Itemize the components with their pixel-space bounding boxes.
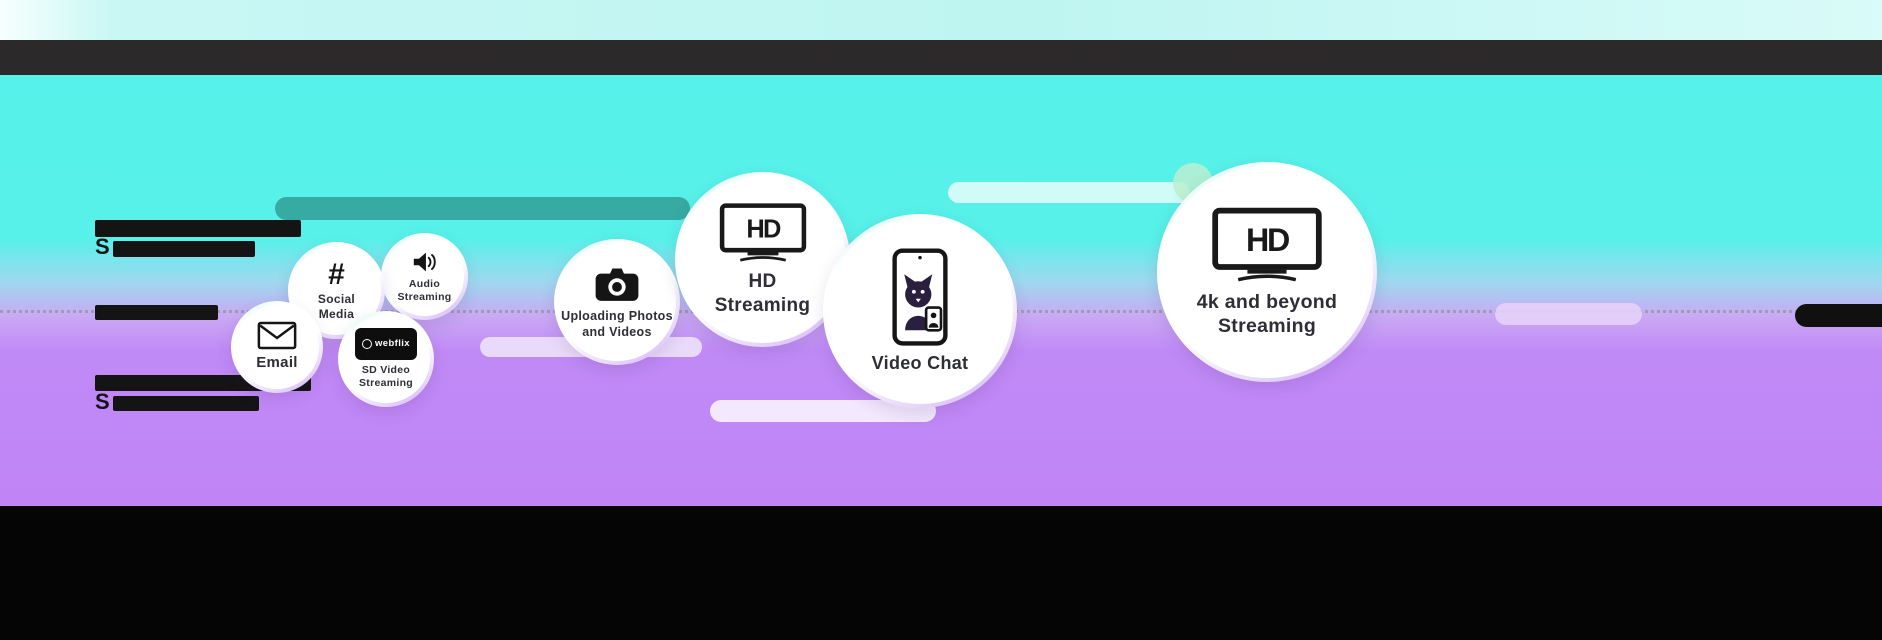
bubble-label-sd-video-streaming: SD Video Streaming [358, 363, 414, 389]
black-edge-pill [1795, 304, 1882, 327]
speaker-icon [413, 252, 436, 272]
bubble-label-4k-streaming: 4k and beyond Streaming [1196, 290, 1338, 337]
redacted-text-bar [113, 396, 259, 411]
play-ring-icon [361, 338, 372, 349]
bubble-label-email: Email [256, 354, 298, 372]
hashtag-icon: # [328, 257, 345, 291]
bubble-label-social-media: Social Media [317, 291, 356, 321]
bubble-label-hd-streaming: HD Streaming [714, 270, 811, 316]
bubble-sd-inner: webflix SD Video Streaming [342, 315, 430, 403]
bubble-uploading-photos: Uploading Photos and Videos [554, 239, 680, 365]
camera-icon [595, 268, 639, 302]
hd-tv-icon: HD [719, 203, 806, 262]
top-dark-bar [0, 40, 1882, 75]
video-chat-phone-icon [892, 248, 948, 346]
teal-speed-pill [275, 197, 690, 220]
bubble-video-chat: Video Chat [823, 214, 1017, 408]
bubble-audio-inner: Audio Streaming [385, 237, 464, 316]
purple-speed-pill [1495, 303, 1642, 325]
webflix-wordmark: webflix [374, 338, 410, 350]
redacted-text-bar [95, 220, 301, 237]
bubble-upload-inner: Uploading Photos and Videos [558, 243, 676, 361]
envelope-icon [257, 321, 297, 350]
bubble-sd-video-streaming: webflix SD Video Streaming [338, 311, 434, 407]
hd-tv-icon-large: HD [1212, 207, 1322, 282]
white-speed-pill [948, 182, 1190, 203]
bubble-email: Email [231, 301, 323, 393]
white-speed-pill-lower [710, 400, 936, 422]
bubble-hd-streaming: HD HD Streaming [675, 172, 850, 347]
bubble-4k-streaming: HD 4k and beyond Streaming [1157, 162, 1377, 382]
redacted-text-letter: S [95, 389, 110, 414]
bubble-video-inner: Video Chat [827, 218, 1013, 404]
hd-logo-text: HD [746, 215, 781, 243]
bubble-4k-inner: HD 4k and beyond Streaming [1161, 166, 1373, 378]
redacted-text-bar [113, 241, 255, 257]
gradient-background: S S Email # Social Media [0, 75, 1882, 506]
hd-logo-text: HD [1246, 222, 1289, 258]
bubble-email-inner: Email [235, 305, 319, 389]
bubble-audio-streaming: Audio Streaming [381, 233, 468, 320]
bubble-hd-inner: HD HD Streaming [679, 176, 846, 343]
bottom-black-band [0, 506, 1882, 640]
bubble-label-audio-streaming: Audio Streaming [397, 277, 452, 303]
top-light-band [0, 0, 1882, 40]
redacted-text-bar [95, 305, 218, 320]
webflix-player-icon: webflix [355, 327, 417, 360]
bubble-label-video-chat: Video Chat [871, 352, 969, 373]
redacted-text-letter: S [95, 234, 110, 259]
bubble-label-uploading-photos: Uploading Photos and Videos [561, 309, 673, 339]
